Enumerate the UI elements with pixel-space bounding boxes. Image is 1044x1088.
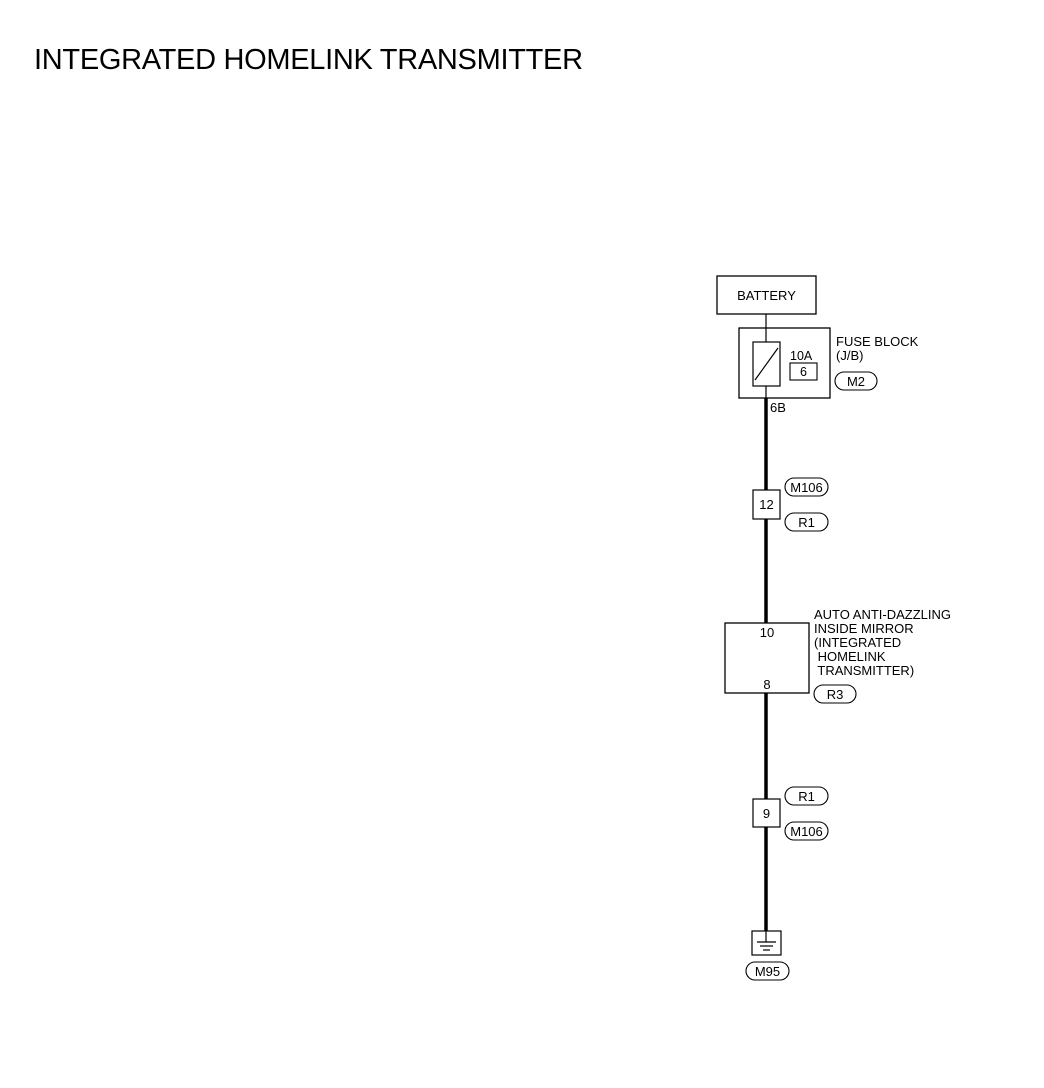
fuse-block: 10A 6 FUSE BLOCK (J/B) M2 6B bbox=[738, 327, 919, 415]
fuse-block-connector: M2 bbox=[847, 374, 865, 389]
fuse-number: 6 bbox=[800, 365, 807, 379]
ground-connector: M95 bbox=[755, 964, 780, 979]
mirror-terminal-in: 10 bbox=[760, 625, 774, 640]
fuse-rating: 10A bbox=[790, 349, 813, 363]
mirror-label-line-4: HOMELINK bbox=[814, 649, 886, 664]
joint-bottom-connector-lower: M106 bbox=[790, 824, 823, 839]
mirror-label-line-2: INSIDE MIRROR bbox=[814, 621, 914, 636]
mirror-label-line-1: AUTO ANTI-DAZZLING bbox=[814, 607, 951, 622]
joint-connector-top: 12 M106 R1 bbox=[752, 477, 829, 532]
page-title: INTEGRATED HOMELINK TRANSMITTER bbox=[34, 44, 583, 76]
auto-anti-dazzling-mirror: 10 8 AUTO ANTI-DAZZLING INSIDE MIRROR (I… bbox=[724, 607, 951, 704]
battery-label: BATTERY bbox=[737, 288, 796, 303]
fuse-output-terminal: 6B bbox=[770, 400, 786, 415]
battery-block: BATTERY bbox=[716, 275, 817, 315]
mirror-label-line-3: (INTEGRATED bbox=[814, 635, 901, 650]
mirror-terminal-out: 8 bbox=[763, 677, 770, 692]
fuse-block-label: FUSE BLOCK bbox=[836, 334, 919, 349]
ground: M95 bbox=[745, 930, 790, 981]
joint-top-terminal: 12 bbox=[759, 497, 773, 512]
joint-connector-bottom: 9 R1 M106 bbox=[752, 786, 829, 841]
joint-bottom-terminal: 9 bbox=[763, 806, 770, 821]
joint-top-connector-lower: R1 bbox=[798, 515, 815, 530]
fuse-block-sub-label: (J/B) bbox=[836, 348, 863, 363]
mirror-connector: R3 bbox=[827, 687, 844, 702]
joint-top-connector-upper: M106 bbox=[790, 480, 823, 495]
joint-bottom-connector-upper: R1 bbox=[798, 789, 815, 804]
mirror-label-line-5: TRANSMITTER) bbox=[814, 663, 914, 678]
